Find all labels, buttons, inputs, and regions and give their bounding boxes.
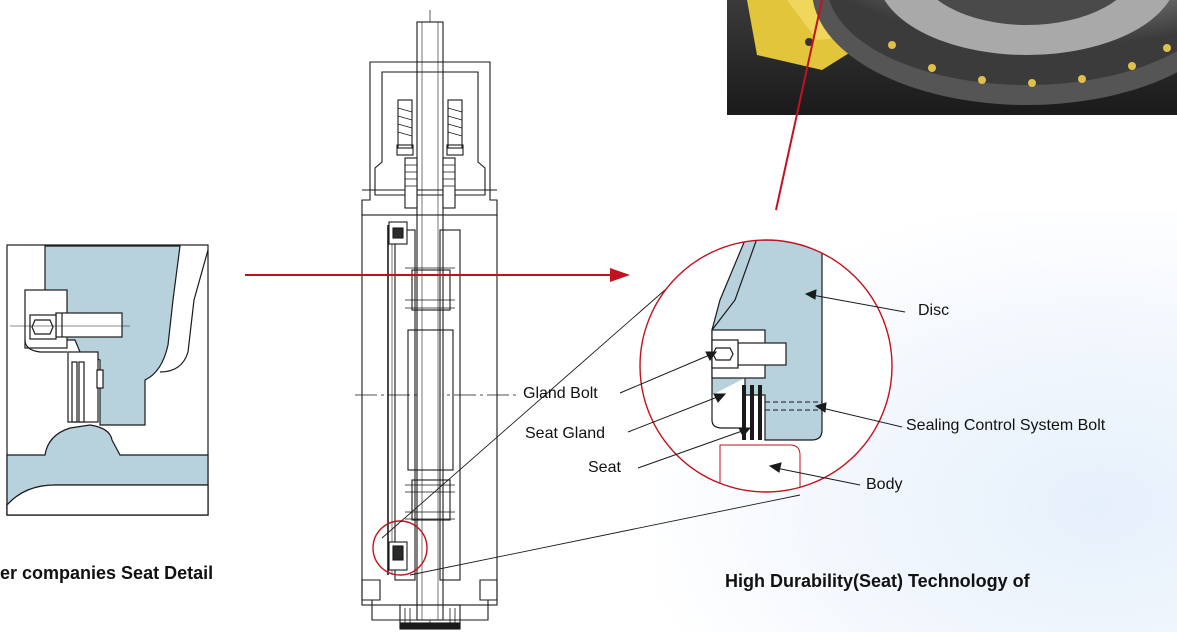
callout-leaders	[619, 289, 906, 486]
label-body: Body	[866, 476, 903, 493]
valve-photo	[727, 0, 1177, 115]
zoom-leader-bottom	[409, 494, 801, 576]
magnified-circle-outline	[639, 239, 893, 493]
magnified-seat-detail	[640, 240, 892, 492]
zoom-leader-top	[381, 267, 691, 539]
caption-other-companies: er companies Seat Detail	[0, 563, 214, 583]
valve-photo-art	[727, 0, 1177, 115]
label-seat: Seat	[588, 459, 621, 476]
label-disc: Disc	[918, 302, 950, 319]
label-sealing-control-system-bolt: Sealing Control System Bolt	[906, 417, 1106, 434]
valve-cross-section	[355, 10, 520, 630]
label-gland-bolt: Gland Bolt	[523, 385, 598, 402]
left-seat-detail	[6, 244, 209, 516]
caption-high-durability: High Durability(Seat) Technology of	[725, 571, 1030, 591]
photo-red-line	[775, 0, 823, 211]
horizontal-red-arrow	[245, 268, 630, 282]
label-seat-gland: Seat Gland	[525, 425, 606, 442]
detail-marker-circle	[372, 520, 428, 576]
